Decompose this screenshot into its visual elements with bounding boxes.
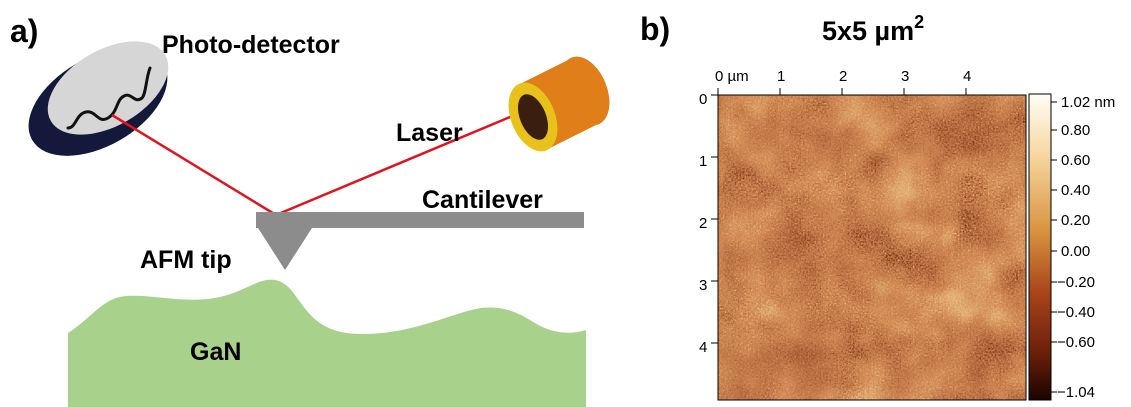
signal-wave-icon: [66, 66, 152, 130]
colorbar-tick-label: 0.40: [1061, 182, 1090, 199]
panel-b-label: b): [640, 11, 670, 47]
panel-a-label: a): [10, 13, 38, 49]
y-tick-label: 0: [699, 91, 707, 108]
incident-beam: [275, 110, 523, 217]
height-colorbar: 1.02 nm 0.80 0.60 0.40 0.20 0.00 −0.20 −…: [1028, 93, 1115, 401]
colorbar-tick-label: 0.00: [1061, 243, 1090, 260]
colorbar-tick-label: 0.60: [1061, 152, 1090, 169]
colorbar-tick-label: −0.40: [1057, 304, 1095, 321]
colorbar-tick-label: −0.20: [1057, 274, 1095, 291]
colorbar-tick-label: 0.80: [1061, 122, 1090, 139]
cantilever-label: Cantilever: [422, 186, 543, 214]
detector-face: [47, 41, 169, 135]
colorbar-tick-label: 0.20: [1061, 212, 1090, 229]
gan-sample: [68, 279, 586, 407]
x-tick-label: 3: [901, 68, 909, 85]
x-tick-label: 1: [777, 68, 785, 85]
x-tick-label: 2: [839, 68, 847, 85]
colorbar-tick-label: −0.60: [1057, 334, 1095, 351]
photodetector-label: Photo-detector: [162, 31, 340, 59]
colorbar-tick-label: 1.02 nm: [1061, 94, 1115, 111]
x-tick-label: 4: [963, 68, 971, 85]
x-tick-label: 0 µm: [715, 68, 749, 85]
reflected-beam: [111, 113, 277, 217]
scan-size-title: 5x5 µm2: [822, 12, 924, 46]
scan-size-value: 5x5 µm: [822, 16, 914, 46]
scan-size-exponent: 2: [914, 12, 924, 32]
gan-label: GaN: [190, 338, 241, 366]
y-tick-label: 3: [699, 277, 707, 294]
afm-height-image: [717, 94, 1027, 401]
colorbar-tick-label: −1.04: [1057, 384, 1095, 401]
y-tick-label: 1: [699, 153, 707, 170]
laser-icon: [508, 56, 610, 152]
laser-label: Laser: [396, 119, 463, 147]
y-axis: 0 1 2 3 4: [699, 91, 718, 356]
afm-tip-label: AFM tip: [140, 246, 232, 274]
y-tick-label: 4: [699, 339, 707, 356]
y-tick-label: 2: [699, 215, 707, 232]
afm-tip-icon: [258, 228, 312, 270]
x-axis: 0 µm 1 2 3 4: [715, 68, 971, 95]
cantilever: [256, 212, 584, 228]
